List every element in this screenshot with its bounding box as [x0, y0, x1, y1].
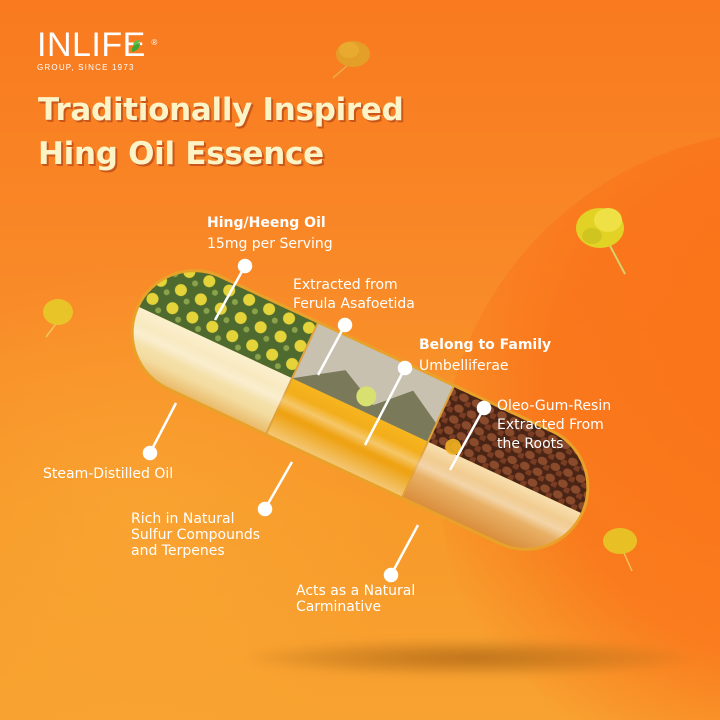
callout-line-1: Acts as a Natural [296, 583, 416, 599]
callout-line-2: Ferula Asafoetida [293, 296, 415, 312]
callout-family: Belong to Family Umbelliferae [419, 336, 551, 376]
callout-line-1: Rich in Natural [131, 511, 235, 527]
headline-line-2: Hing Oil Essence [38, 136, 324, 172]
callout-resin: Oleo-Gum-Resin Extracted From the Roots [497, 397, 611, 454]
callout-line-1: Extracted from [293, 277, 398, 293]
callout-title: Hing/Heeng Oil [207, 215, 326, 231]
capsule-shadow [250, 640, 690, 676]
brand-name: INLIFE [37, 26, 146, 64]
callout-line-1: Oleo-Gum-Resin [497, 398, 612, 414]
hing-flower-icon [43, 299, 73, 338]
callout-line-2: Sulfur Compounds [131, 527, 261, 543]
hing-flower-icon [332, 41, 370, 79]
callout-carminative: Acts as a Natural Carminative [296, 583, 415, 615]
callout-extracted: Extracted from Ferula Asafoetida [293, 276, 415, 314]
brand-tagline: GROUP, SINCE 1973 [37, 63, 135, 72]
callout-steam: Steam-Distilled Oil [43, 465, 173, 484]
green-leaf-icon [131, 40, 140, 52]
brand-logo: INLIFE ® GROUP, SINCE 1973 [37, 28, 157, 72]
callout-hing-oil: Hing/Heeng Oil 15mg per Serving [207, 214, 333, 254]
callout-text: Umbelliferae [419, 358, 509, 374]
callout-title: Belong to Family [419, 337, 552, 353]
brand-name-wrap: INLIFE ® [37, 28, 157, 62]
callout-line-1: Steam-Distilled Oil [43, 466, 174, 482]
callout-sulfur: Rich in Natural Sulfur Compounds and Ter… [131, 511, 260, 559]
callout-text: 15mg per Serving [207, 236, 333, 252]
callout-line-3: and Terpenes [131, 543, 225, 559]
registered-mark: ® [151, 38, 158, 47]
callout-line-2: Extracted From [497, 417, 604, 433]
callout-line-2: Carminative [296, 599, 382, 615]
callout-line-3: the Roots [497, 436, 564, 452]
hing-flower-icon [603, 528, 637, 572]
hing-flower-icon [576, 208, 626, 275]
page-headline: Traditionally Inspired Hing Oil Essence [38, 88, 404, 176]
headline-line-1: Traditionally Inspired [38, 92, 404, 128]
